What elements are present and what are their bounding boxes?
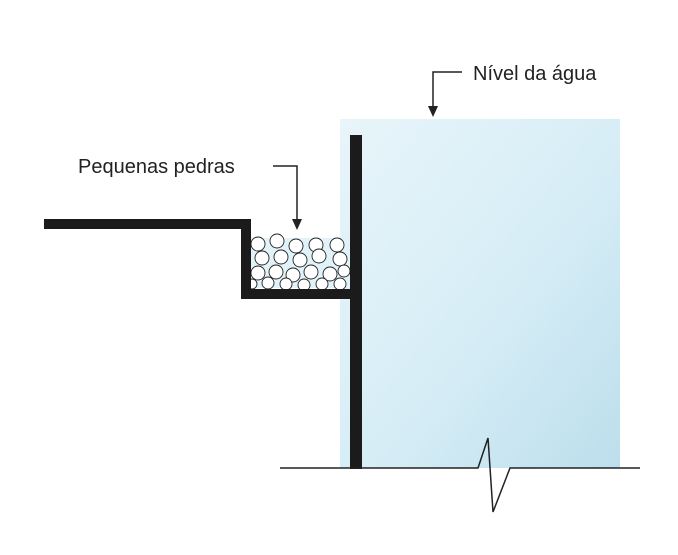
stone <box>337 264 351 278</box>
stone <box>279 277 293 291</box>
stone <box>273 249 289 265</box>
water-level-label: Nível da água <box>473 63 597 85</box>
water-level-leader <box>432 71 462 109</box>
stone <box>250 265 266 281</box>
water-level-arrowhead <box>428 106 438 117</box>
stone <box>333 277 347 291</box>
stone <box>269 233 285 249</box>
stone <box>315 277 329 291</box>
stone <box>285 267 301 283</box>
deck-and-gutter-structure <box>44 219 352 299</box>
stone <box>288 238 304 254</box>
water-body <box>340 119 620 468</box>
small-stones <box>246 233 351 292</box>
stone <box>254 250 270 266</box>
stone <box>311 248 327 264</box>
stone <box>268 264 284 280</box>
small-stones-arrowhead <box>292 219 302 230</box>
stone <box>261 276 275 290</box>
pool-wall <box>350 135 362 469</box>
small-stones-leader <box>273 165 298 222</box>
stone <box>303 264 319 280</box>
ground-line-break <box>280 437 640 513</box>
stone <box>250 236 266 252</box>
small-stones-label: Pequenas pedras <box>78 156 235 178</box>
stone <box>332 251 348 267</box>
stone <box>292 252 308 268</box>
stone <box>322 266 338 282</box>
stone <box>329 237 345 253</box>
